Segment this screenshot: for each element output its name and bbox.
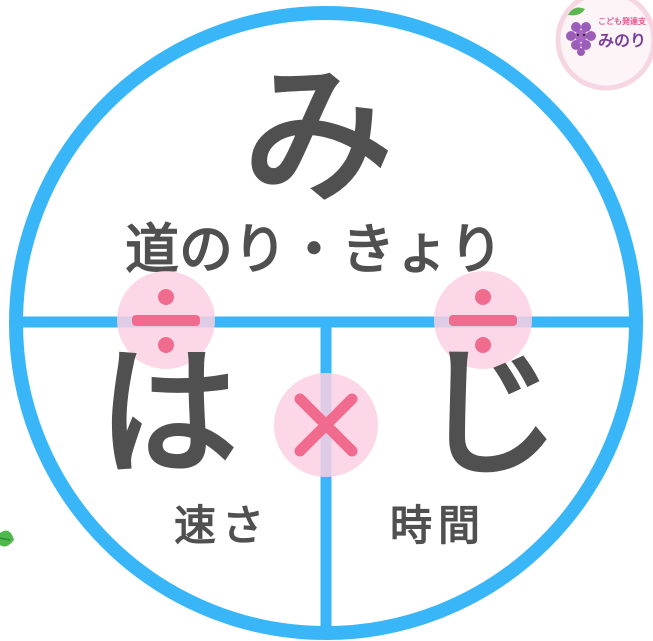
top-label: 道のり・きょり	[125, 218, 503, 281]
divide-symbol-right-bar	[449, 315, 517, 326]
divide-symbol-right-dot-top	[475, 289, 491, 305]
multiply-symbol	[274, 373, 378, 477]
logo-ring	[555, 0, 653, 91]
right-kana: じ	[420, 333, 560, 496]
divide-symbol-left	[117, 271, 215, 369]
left-label: 速さ	[174, 501, 270, 550]
divide-symbol-right-dot-bottom	[475, 337, 491, 353]
left-kana: は	[98, 333, 238, 496]
divide-symbol-right	[434, 271, 532, 369]
logo-name: みのり	[598, 31, 646, 50]
right-label: 時間	[390, 501, 486, 550]
top-kana: み	[243, 50, 393, 224]
multiply-symbol-stroke-b	[294, 393, 358, 457]
divide-symbol-left-dot-top	[158, 289, 174, 305]
divide-symbol-left-dot-bottom	[158, 337, 174, 353]
logo: こども発達支 みのり	[555, 0, 653, 91]
logo-subtitle: こども発達支	[598, 16, 647, 26]
divide-symbol-left-bar	[132, 315, 200, 326]
leaf-icon	[0, 530, 14, 547]
grape-mascot-icon	[566, 7, 596, 56]
